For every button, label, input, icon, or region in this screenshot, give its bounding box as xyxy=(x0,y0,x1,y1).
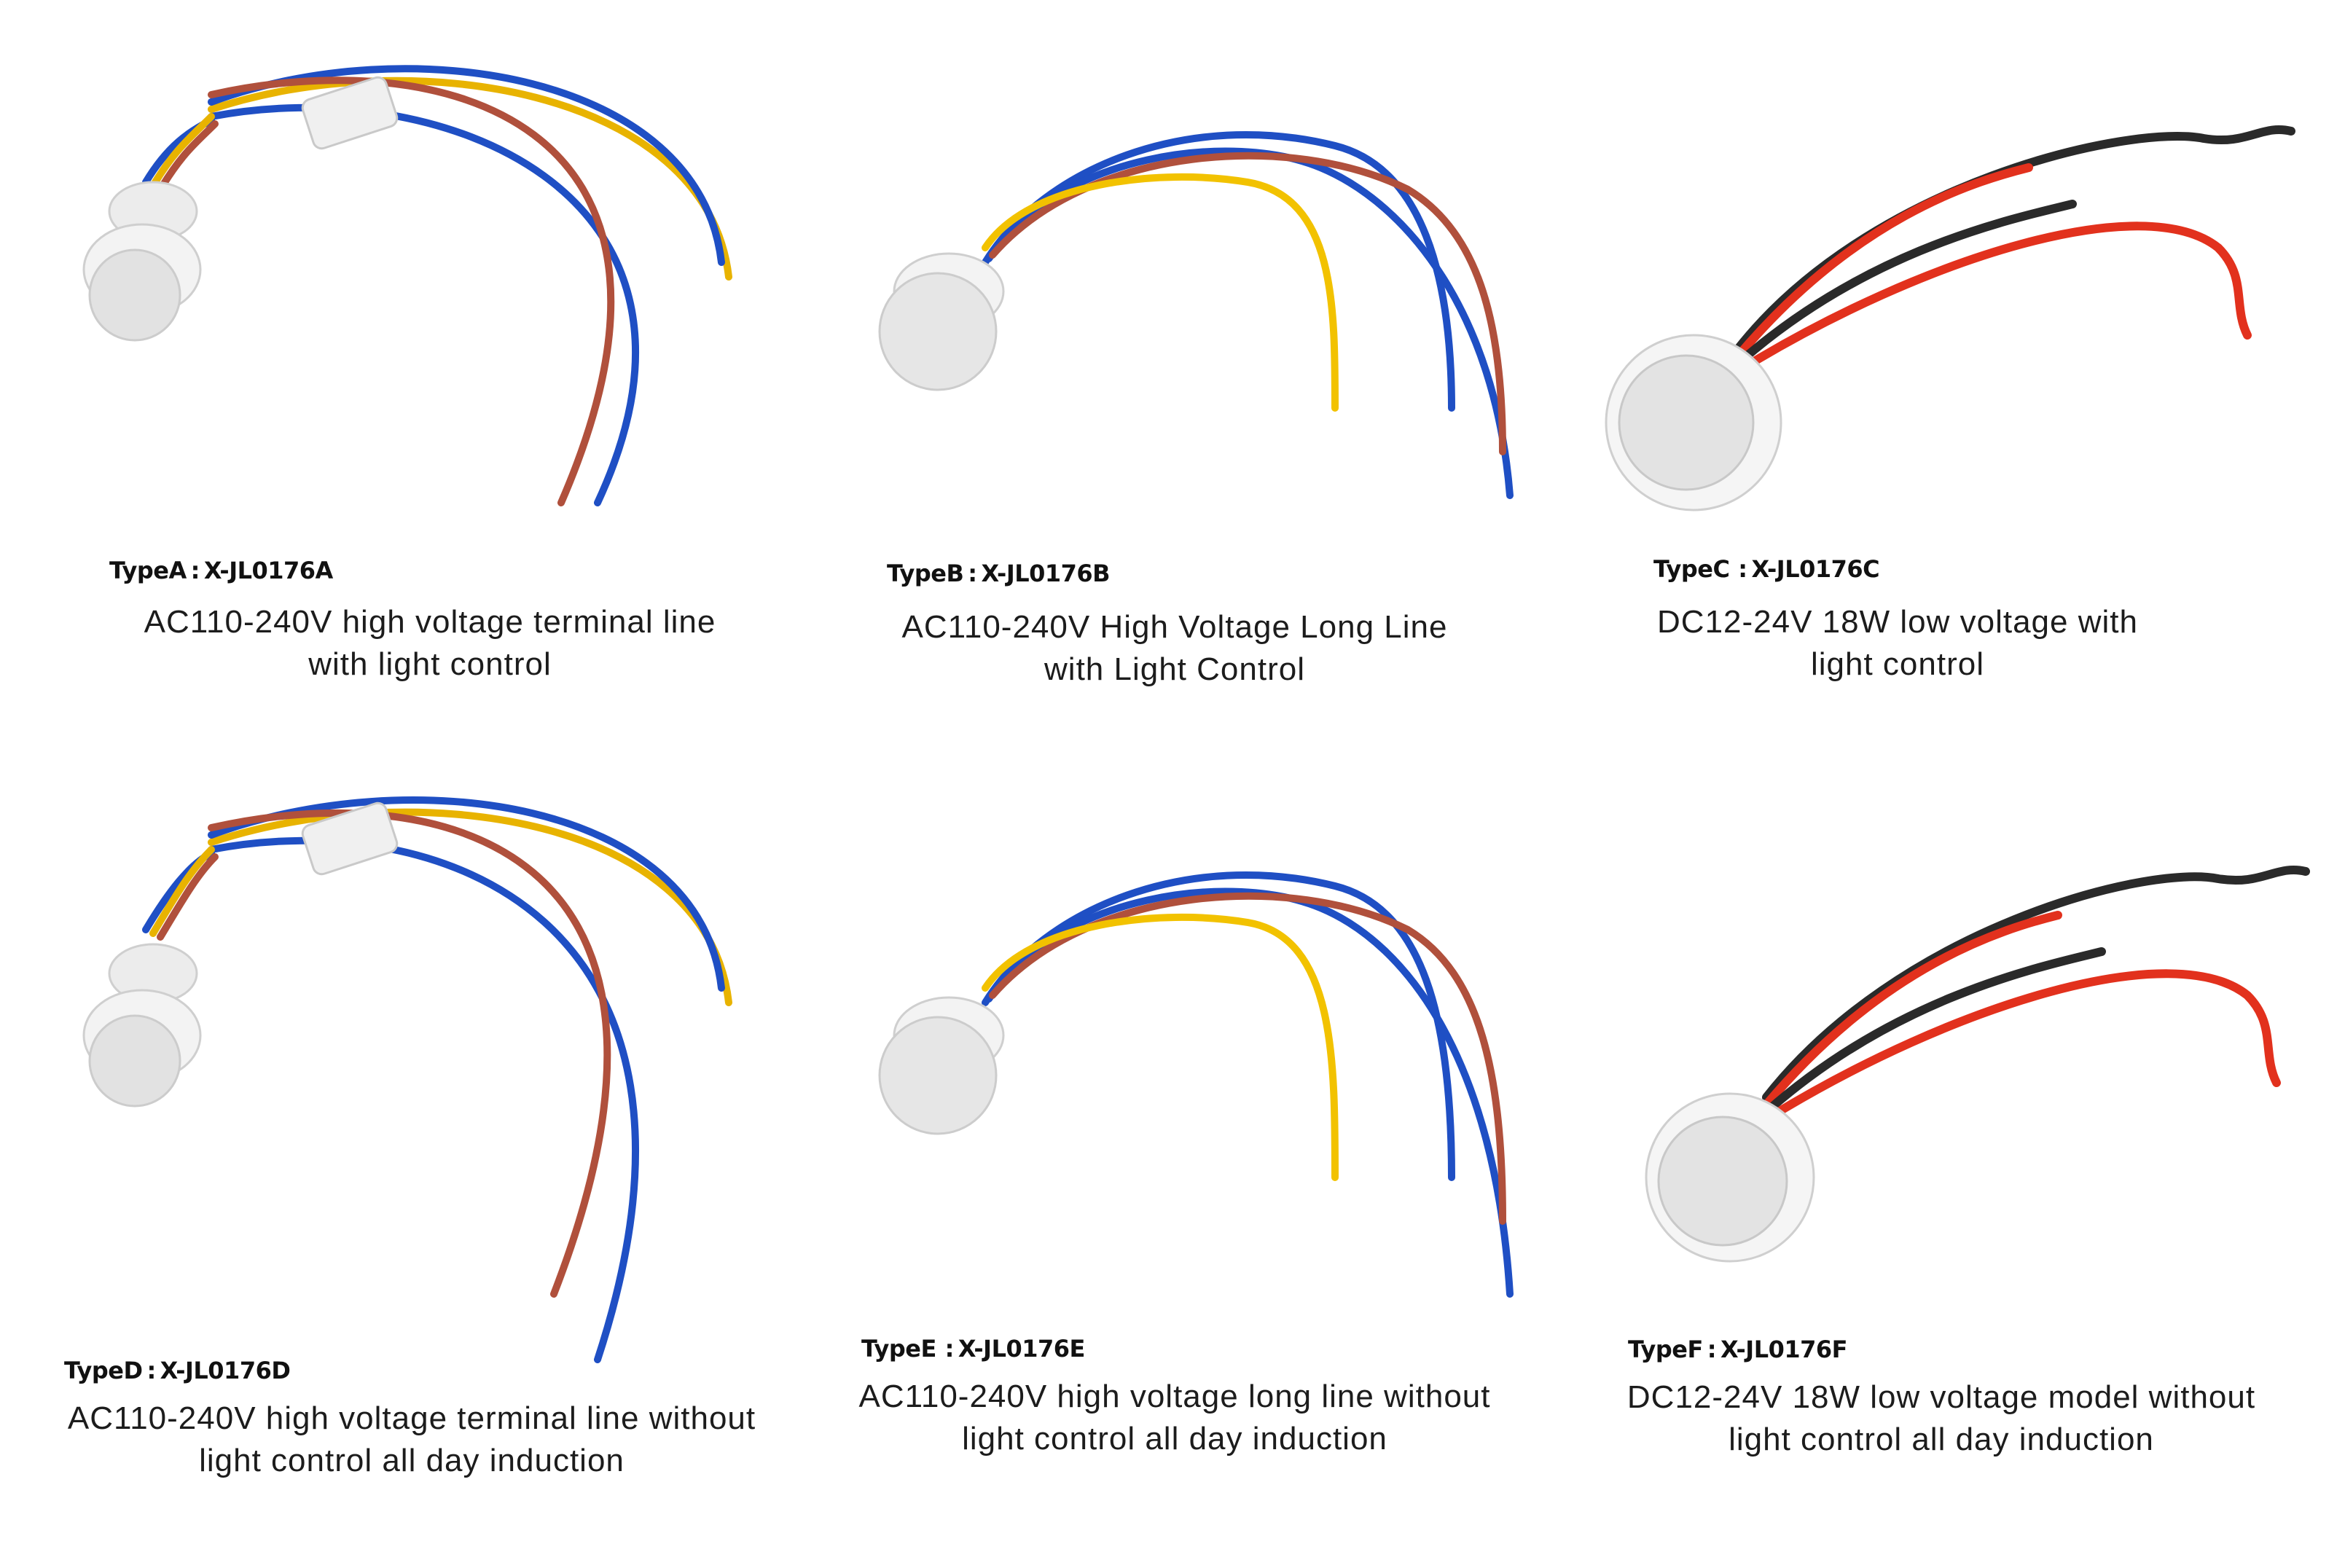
pir-sensor-image xyxy=(82,796,732,1363)
pir-sensor-image xyxy=(82,65,732,506)
type-label: TypeB : X-JL0176B xyxy=(887,560,1111,587)
description-line-2: light control all day induction xyxy=(962,1421,1387,1457)
product-card-type-d: TypeD : X-JL0176D AC110-240V high voltag… xyxy=(0,784,781,1568)
product-description: DC12-24V 18W low voltage model without l… xyxy=(1599,1376,2284,1461)
description-line-2: with light control xyxy=(308,646,552,682)
pir-sensor-image xyxy=(878,871,1514,1298)
product-description: AC110-240V high voltage long line withou… xyxy=(854,1376,1495,1460)
product-description: AC110-240V High Voltage Long Line with L… xyxy=(883,606,1466,691)
description-line-2: light control xyxy=(1810,646,1984,682)
description-line-1: AC110-240V high voltage terminal line xyxy=(144,604,716,640)
pir-sensor-image xyxy=(1645,865,2310,1263)
description-line-1: AC110-240V High Voltage Long Line xyxy=(901,609,1448,645)
product-card-type-a: TypeA : X-JL0176A AC110-240V high voltag… xyxy=(0,0,781,784)
pir-sensor-image xyxy=(1605,125,2295,511)
product-description: AC110-240V high voltage terminal line wi… xyxy=(51,1398,772,1482)
product-card-type-b: TypeB : X-JL0176B AC110-240V High Voltag… xyxy=(781,0,1562,784)
product-card-type-c: TypeC : X-JL0176C DC12-24V 18W low volta… xyxy=(1562,0,2344,784)
pir-sensor-image xyxy=(878,130,1514,499)
type-label: TypeF : X-JL0176F xyxy=(1628,1336,1848,1363)
product-card-type-f: TypeF : X-JL0176F DC12-24V 18W low volta… xyxy=(1562,784,2344,1568)
product-card-type-e: TypeE : X-JL0176E AC110-240V high voltag… xyxy=(781,784,1562,1568)
description-line-1: AC110-240V high voltage terminal line wi… xyxy=(67,1400,756,1436)
type-label: TypeC : X-JL0176C xyxy=(1653,555,1880,583)
description-line-1: DC12-24V 18W low voltage model without xyxy=(1626,1379,2256,1415)
type-label: TypeE : X-JL0176E xyxy=(861,1335,1085,1363)
type-label: TypeD : X-JL0176D xyxy=(64,1357,291,1384)
description-line-2: light control all day induction xyxy=(199,1443,625,1478)
description-line-1: DC12-24V 18W low voltage with xyxy=(1657,604,2138,640)
description-line-2: with Light Control xyxy=(1044,651,1305,687)
product-description: DC12-24V 18W low voltage with light cont… xyxy=(1621,601,2174,686)
type-label: TypeA : X-JL0176A xyxy=(109,557,333,584)
description-line-1: AC110-240V high voltage long line withou… xyxy=(858,1379,1491,1414)
product-description: AC110-240V high voltage terminal line wi… xyxy=(73,601,787,686)
description-line-2: light control all day induction xyxy=(1729,1422,2154,1457)
